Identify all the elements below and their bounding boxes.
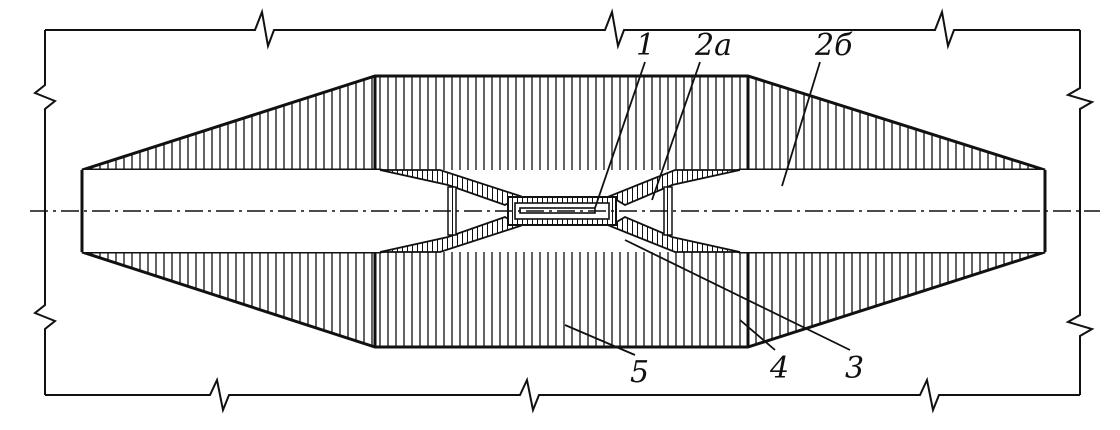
label-2a: 2a <box>694 28 732 63</box>
label-5: 5 <box>630 355 649 390</box>
lining-lower-right <box>607 215 741 253</box>
leader-1 <box>594 61 646 209</box>
outer-frame <box>33 8 1095 414</box>
callout-labels: 1 2a 2б 3 4 5 <box>630 28 864 390</box>
leader-lines <box>564 61 851 356</box>
leader-2a <box>651 61 701 201</box>
label-3: 3 <box>845 351 864 386</box>
label-4: 4 <box>769 351 789 386</box>
frame-bottom-edge <box>45 376 1080 414</box>
leader-3 <box>624 239 851 351</box>
leader-2b <box>781 61 821 187</box>
label-2b: 2б <box>814 28 853 63</box>
frame-left-edge <box>33 30 57 395</box>
inner-lining <box>379 169 741 253</box>
leader-4 <box>739 319 776 351</box>
lining-upper-right <box>607 169 741 207</box>
leader-5 <box>564 324 636 356</box>
frame-right-edge <box>1065 30 1095 395</box>
frame-top-edge <box>45 8 1080 50</box>
label-1: 1 <box>636 28 655 63</box>
